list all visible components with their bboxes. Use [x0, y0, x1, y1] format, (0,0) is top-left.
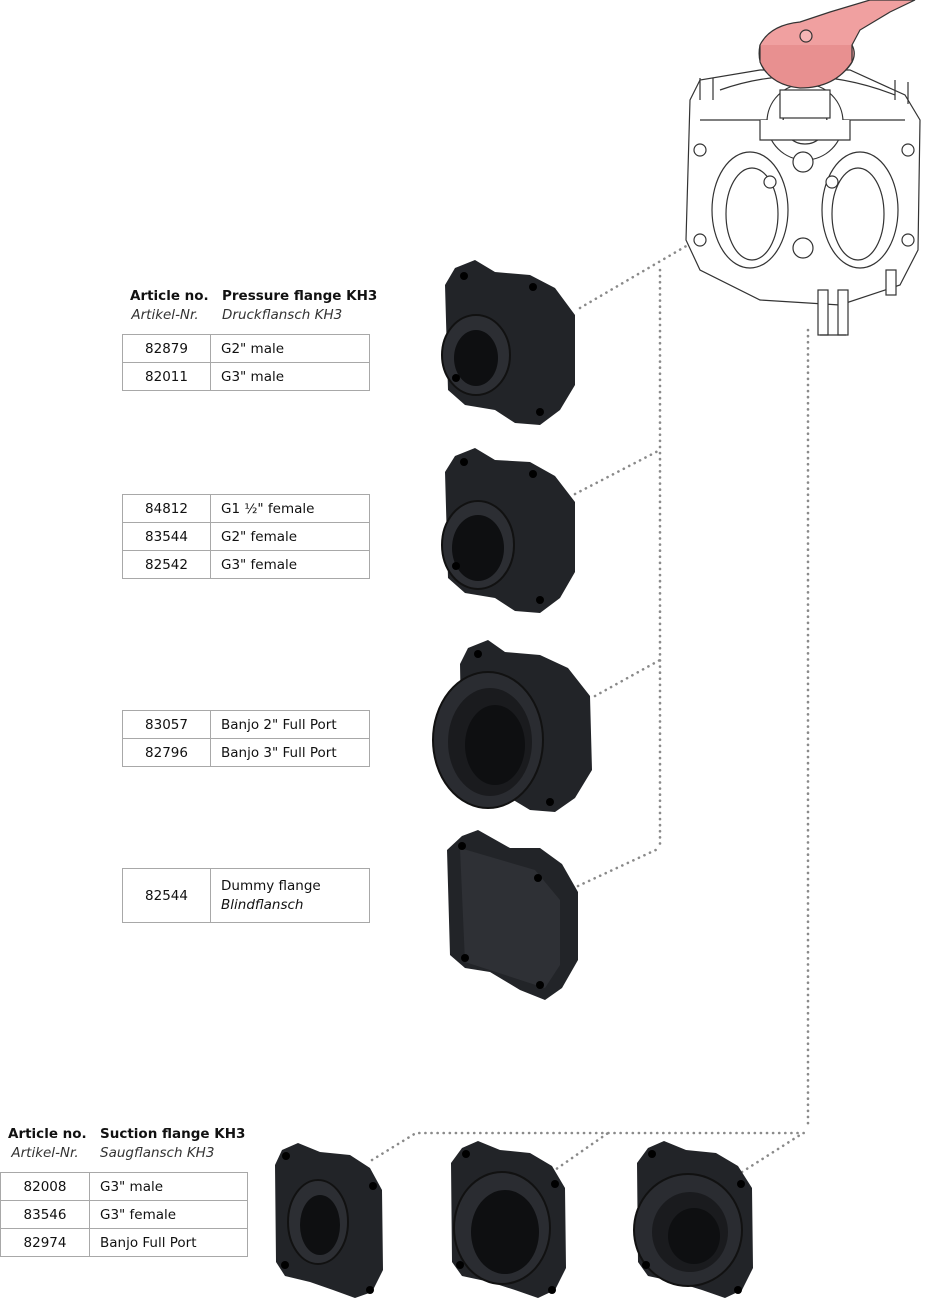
connector-line [578, 236, 702, 310]
blindflansch-label: Blindflansch [221, 896, 304, 913]
connector-line [740, 1133, 802, 1174]
suction-title-de: Saugflansch KH3 [100, 1145, 215, 1161]
article-no-label: Article no. [8, 1126, 87, 1142]
pressure-title: Pressure flange KH3 [222, 288, 378, 304]
artikel-nr-label: Artikel-Nr. [131, 307, 199, 323]
artikel-nr-label: Artikel-Nr. [11, 1145, 79, 1161]
connector-line [593, 658, 662, 698]
pressure-title-header: Pressure flange KH3 Druckflansch KH3 [222, 287, 377, 325]
connector-line [370, 1131, 810, 1162]
connector-line [550, 1131, 610, 1174]
suction-title: Suction flange KH3 [100, 1126, 246, 1142]
suction-article-header: Article no. Artikel-Nr. [8, 1125, 87, 1163]
connector-line [573, 448, 662, 496]
pressure-dummy-table: 82544 Dummy flange Blindflansch [122, 868, 370, 923]
handle-icon [758, 0, 916, 89]
pressure-title-de: Druckflansch KH3 [222, 307, 343, 323]
table-row: 82544 Dummy flange Blindflansch [122, 868, 370, 923]
pressure-article-header: Article no. Artikel-Nr. [130, 287, 209, 325]
suction-title-header: Suction flange KH3 Saugflansch KH3 [100, 1125, 245, 1163]
article-no-label: Article no. [130, 288, 209, 304]
dummy-flange-label: Dummy flange [221, 877, 321, 894]
